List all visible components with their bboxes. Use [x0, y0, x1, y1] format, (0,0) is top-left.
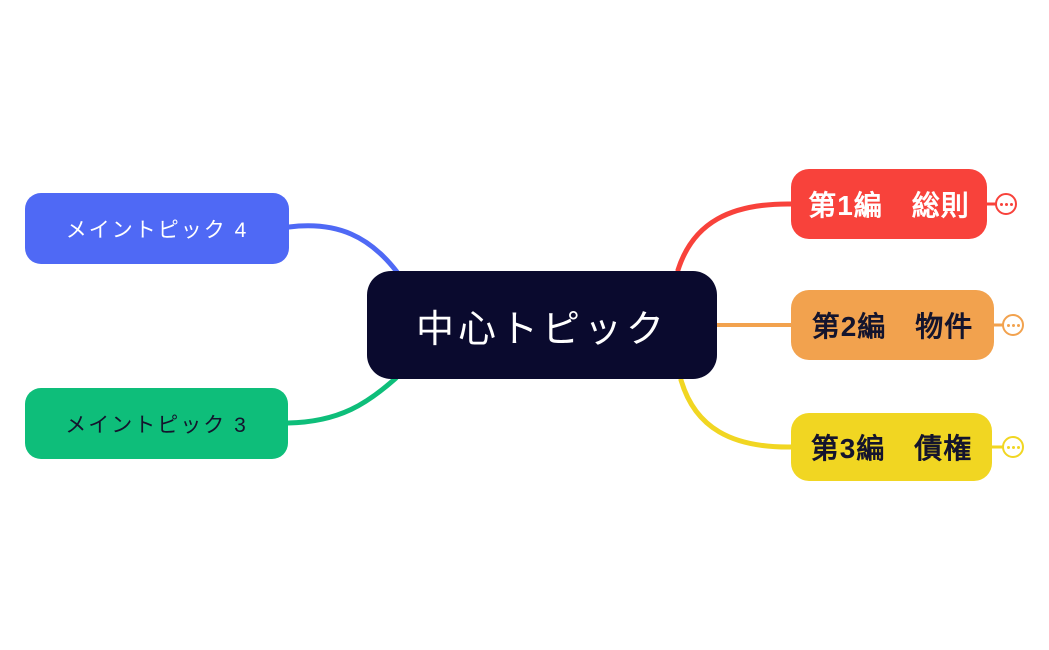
ellipsis-dot: [1011, 445, 1015, 449]
ellipsis-icon: [1006, 323, 1020, 327]
ellipsis-dot: [1006, 323, 1010, 327]
main-topic-4-node[interactable]: メイントピック 4: [25, 193, 289, 264]
ellipsis-icon: [1006, 445, 1020, 449]
ellipsis-dot: [1016, 323, 1020, 327]
connector-central-to-main-topic-3: [285, 375, 399, 426]
ellipsis-dot: [1006, 445, 1010, 449]
right-topic-2-node[interactable]: 第2編 物件: [791, 290, 994, 360]
ellipsis-icon: [999, 202, 1013, 206]
right-topic-1-node[interactable]: 第1編 総則: [791, 169, 987, 239]
collapse-toggle-right-topic-1[interactable]: [995, 193, 1017, 215]
ellipsis-dot: [1011, 323, 1015, 327]
connector-central-to-right-topic-1: [675, 201, 795, 273]
ellipsis-dot: [1004, 202, 1008, 206]
right-topic-3-node[interactable]: 第3編 債権: [791, 413, 992, 481]
collapse-toggle-right-topic-3[interactable]: [1002, 436, 1024, 458]
connector-central-to-main-topic-4: [286, 223, 400, 275]
ellipsis-dot: [1016, 445, 1020, 449]
ellipsis-dot: [999, 202, 1003, 206]
ellipsis-dot: [1009, 202, 1013, 206]
central-topic-node[interactable]: 中心トピック: [367, 271, 717, 379]
collapse-toggle-right-topic-2[interactable]: [1002, 314, 1024, 336]
main-topic-3-node[interactable]: メイントピック 3: [25, 388, 288, 459]
connector-central-to-right-topic-3: [678, 377, 795, 450]
